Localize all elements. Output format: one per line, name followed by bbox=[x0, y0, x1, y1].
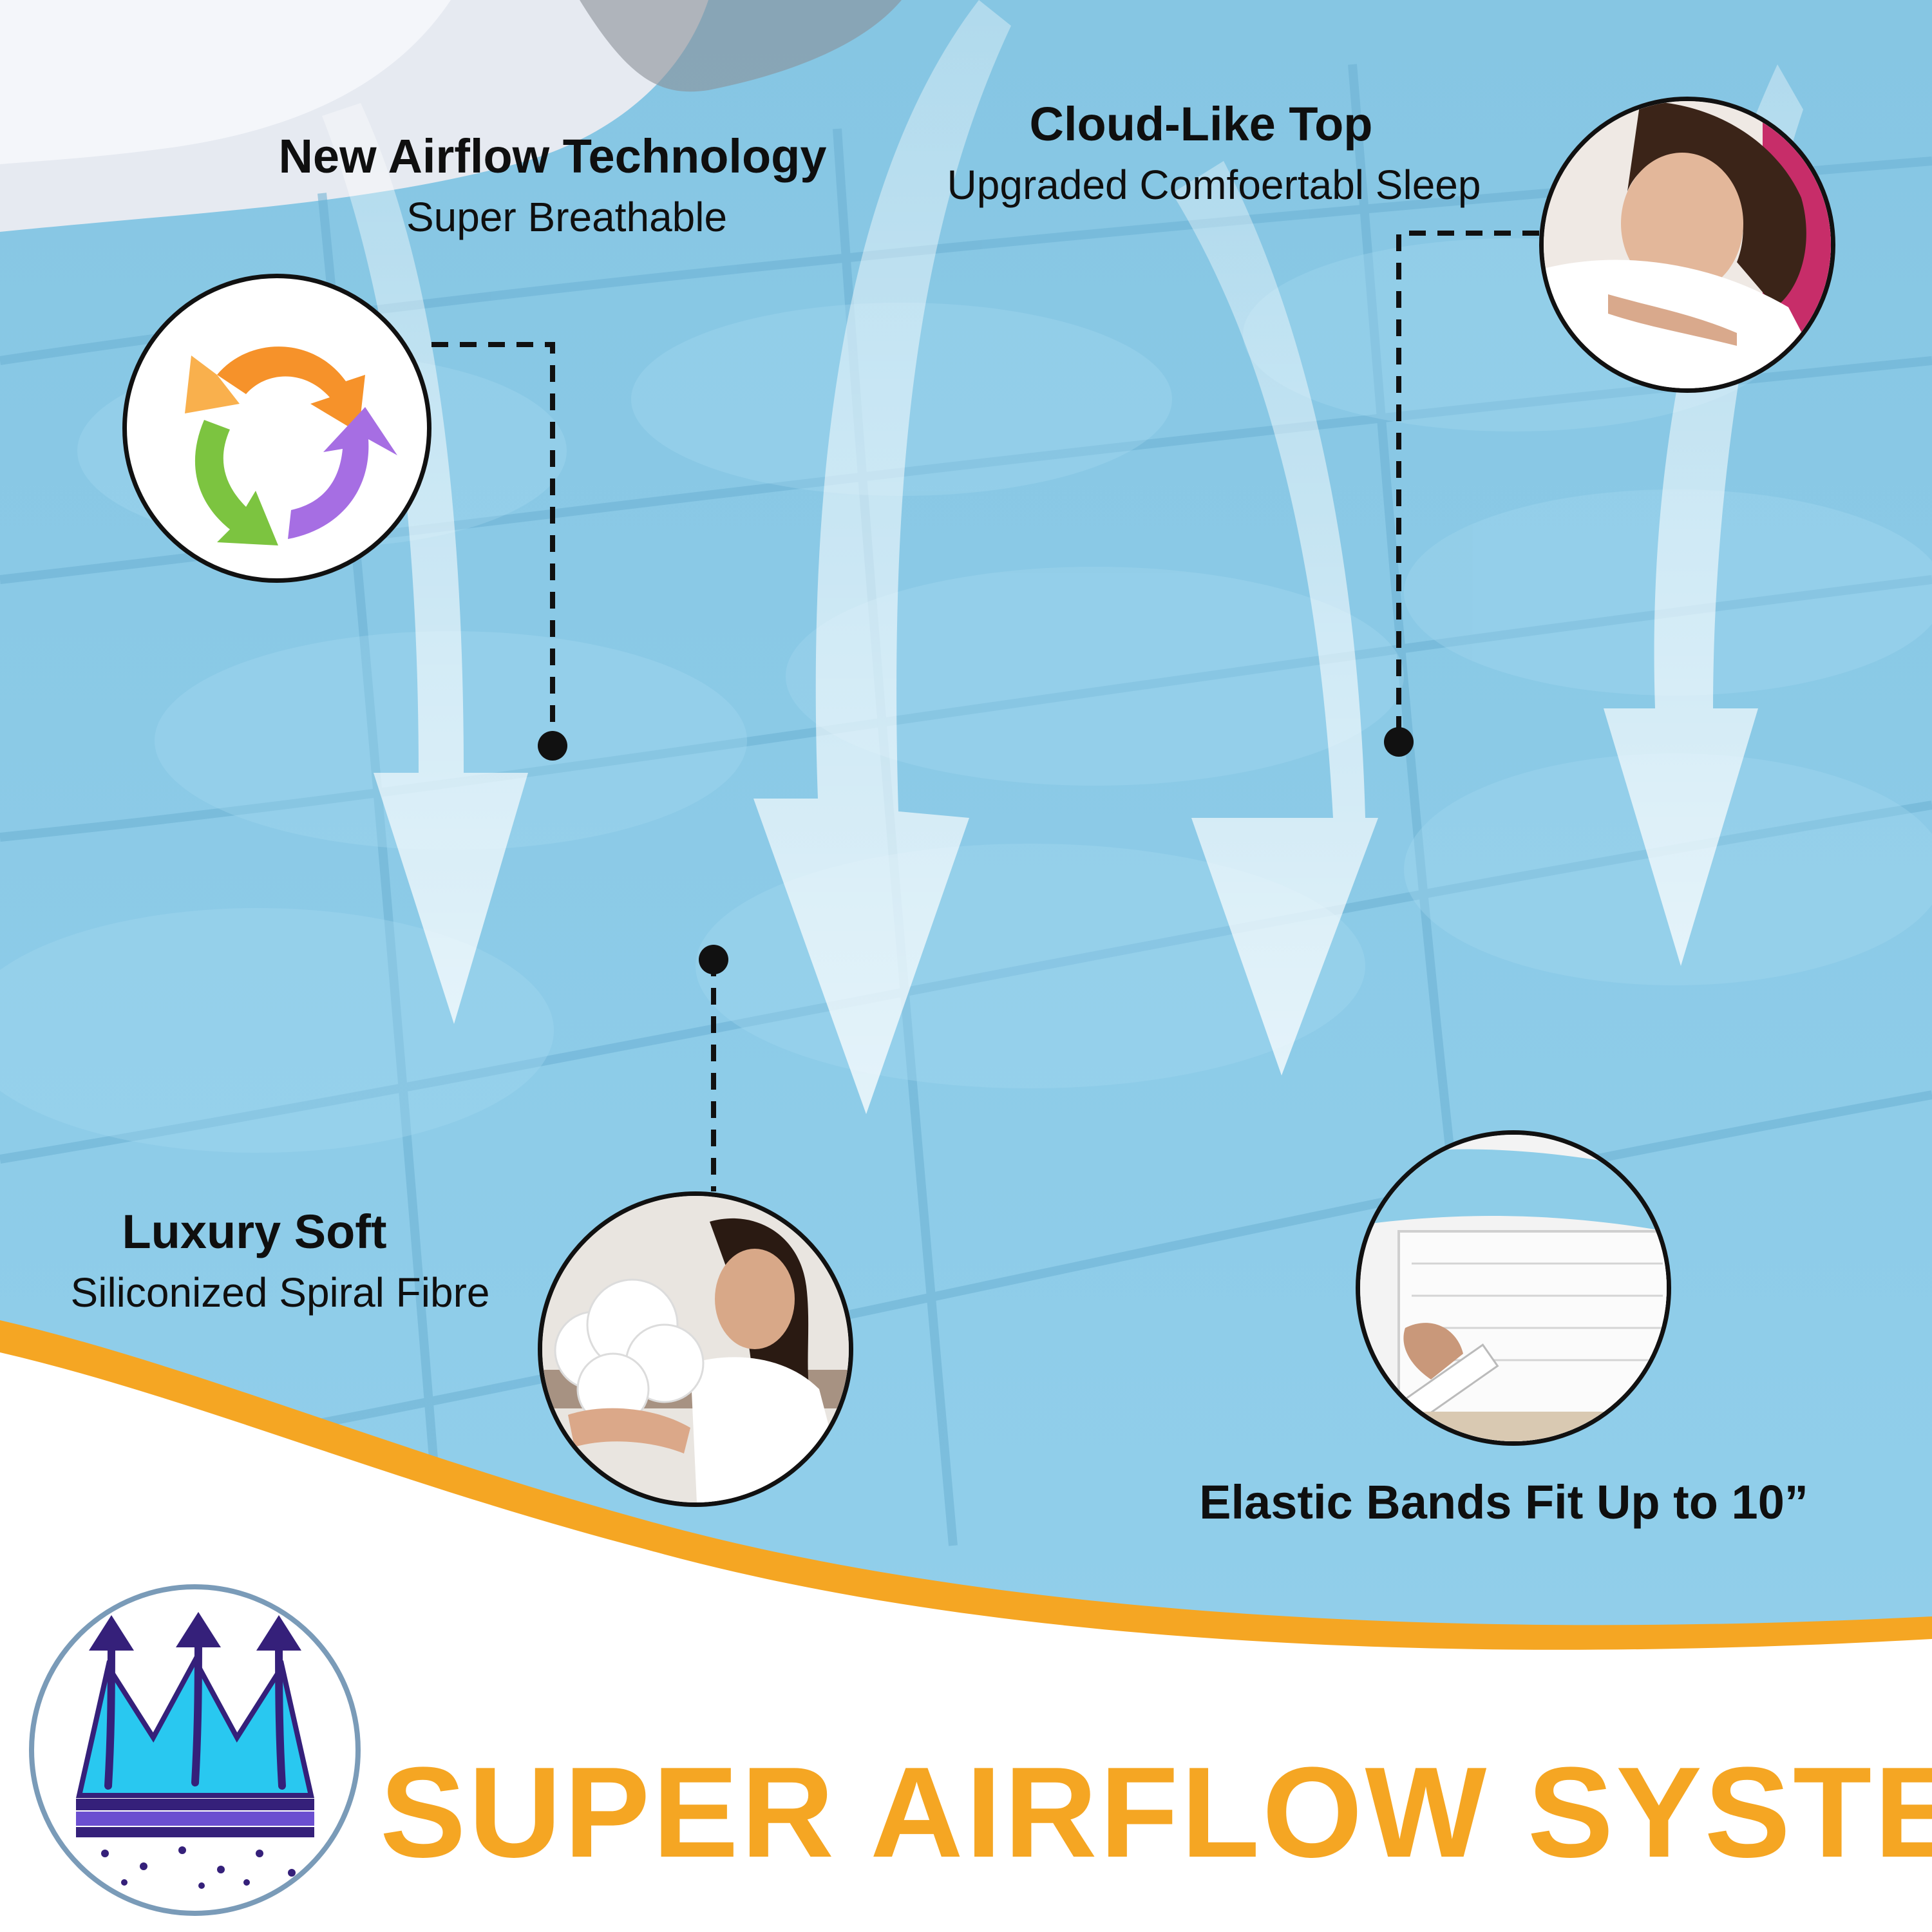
cloud-top-subtitle: Upgraded Comfoertabl Sleep bbox=[947, 162, 1481, 208]
woman-holding-fibre-photo bbox=[538, 1191, 853, 1507]
airflow-layers-icon bbox=[76, 1612, 314, 1889]
luxury-soft-title: Luxury Soft bbox=[122, 1205, 387, 1258]
footer-title: SUPER AIRFLOW SYSTEM bbox=[380, 1741, 1932, 1884]
luxury-soft-subtitle: Siliconized Spiral Fibre bbox=[70, 1269, 490, 1316]
airflow-layers-icon-circle bbox=[29, 1584, 361, 1916]
airflow-title: New Airflow Technology bbox=[278, 129, 827, 183]
elastic-bands-title: Elastic Bands Fit Up to 10” bbox=[1199, 1475, 1808, 1529]
elastic-band-photo bbox=[1356, 1130, 1671, 1446]
airflow-icon-circle bbox=[122, 274, 431, 583]
airflow-subtitle: Super Breathable bbox=[406, 194, 728, 240]
sleeping-woman-photo bbox=[1539, 97, 1835, 393]
recycle-arrows-icon bbox=[185, 346, 397, 545]
cloud-top-title: Cloud-Like Top bbox=[1029, 97, 1373, 151]
